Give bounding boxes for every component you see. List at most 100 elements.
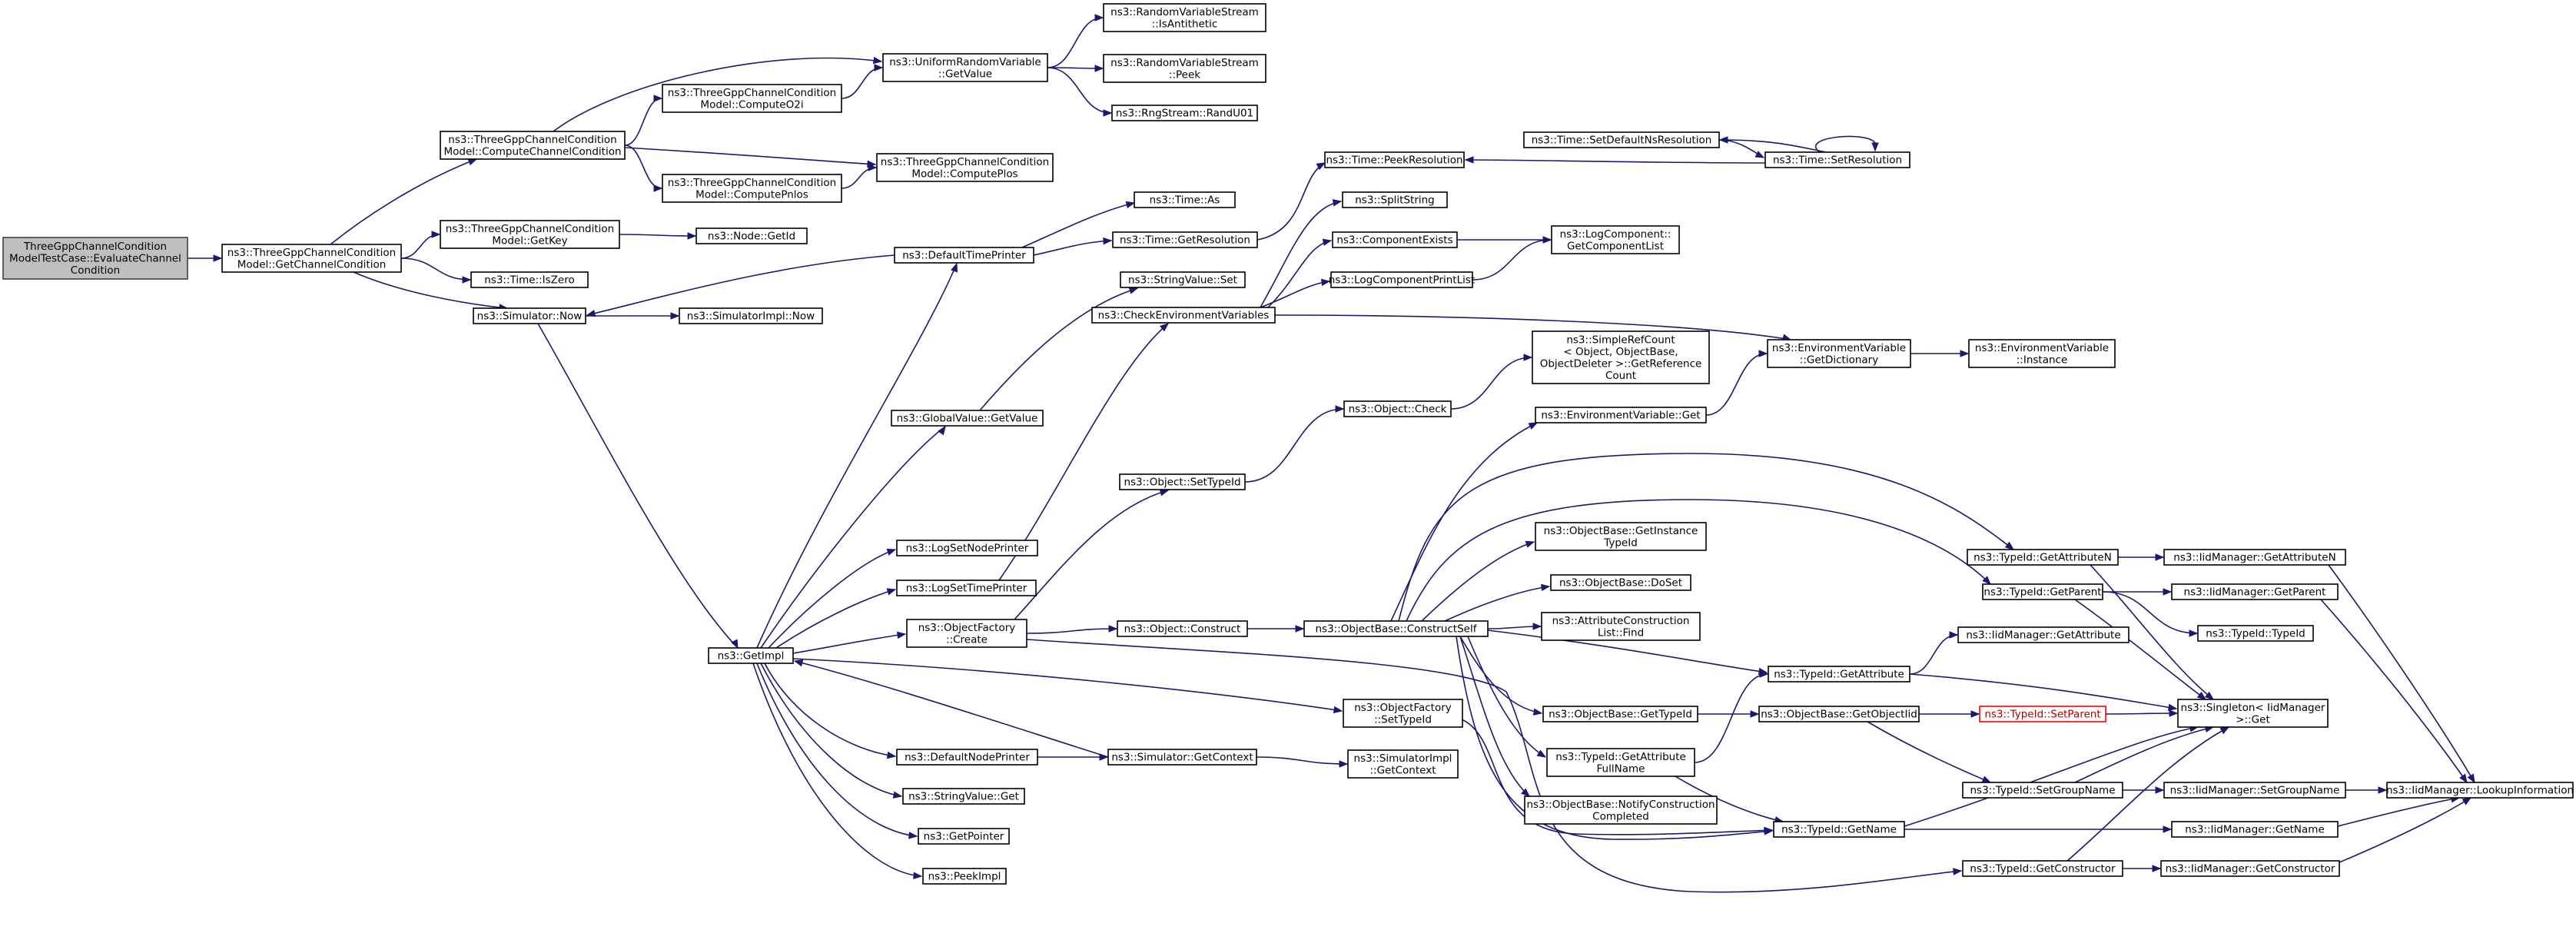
node-do-set[interactable]: ns3::ObjectBase::DoSet: [1550, 574, 1691, 591]
arrowhead: [908, 832, 918, 839]
node-global-value-get-value[interactable]: ns3::GlobalValue::GetValue: [891, 410, 1044, 427]
edge-uniform-get-value-to-rvs-peek: [1047, 65, 1104, 72]
node-iid-get-attribute-n[interactable]: ns3::IidManager::GetAttributeN: [2163, 549, 2346, 566]
node-split-string[interactable]: ns3::SplitString: [1342, 191, 1448, 208]
node-object-factory-set-type-id[interactable]: ns3::ObjectFactory::SetTypeId: [1343, 699, 1463, 728]
node-compute-plos[interactable]: ns3::ThreeGppChannelConditionModel::Comp…: [876, 153, 1054, 182]
node-get-key[interactable]: ns3::ThreeGppChannelConditionModel::GetK…: [440, 220, 620, 249]
edge-line: [1459, 636, 1542, 714]
node-peek-impl[interactable]: ns3::PeekImpl: [922, 868, 1007, 885]
node-singleton-get[interactable]: ns3::Singleton< IidManager >::Get: [2177, 699, 2329, 728]
node-object-set-type-id[interactable]: ns3::Object::SetTypeId: [1119, 473, 1246, 490]
node-type-id-type-id[interactable]: ns3::TypeId::TypeId: [2197, 625, 2314, 642]
node-log-component-print-list[interactable]: ns3::LogComponentPrintList: [1329, 271, 1475, 288]
node-time-get-resolution[interactable]: ns3::Time::GetResolution: [1112, 231, 1258, 248]
node-type-id-get-name[interactable]: ns3::TypeId::GetName: [1773, 821, 1905, 838]
arrowhead: [1953, 868, 1963, 875]
node-object-factory-create[interactable]: ns3::ObjectFactory::Create: [906, 619, 1027, 648]
node-compute-pnlos[interactable]: ns3::ThreeGppChannelConditionModel::Comp…: [662, 174, 842, 203]
node-check-env-vars[interactable]: ns3::CheckEnvironmentVariables: [1091, 307, 1276, 324]
node-iid-get-name[interactable]: ns3::IidManager::GetName: [2171, 821, 2339, 838]
node-compute-o2i[interactable]: ns3::ThreeGppChannelConditionModel::Comp…: [662, 84, 842, 113]
node-node-get-id[interactable]: ns3::Node::GetId: [695, 228, 808, 244]
node-iid-get-constructor[interactable]: ns3::IidManager::GetConstructor: [2160, 860, 2340, 877]
node-construct-self[interactable]: ns3::ObjectBase::ConstructSelf: [1303, 620, 1489, 637]
edge-time-get-resolution-to-time-peek-resolution: [1256, 162, 1326, 241]
edge-compute-channel-condition-to-uniform-get-value: [553, 56, 883, 132]
arrowhead: [1532, 623, 1542, 630]
node-type-id-get-constructor[interactable]: ns3::TypeId::GetConstructor: [1962, 860, 2123, 877]
node-sim-impl-get-context[interactable]: ns3::SimulatorImpl::GetContext: [1347, 749, 1459, 779]
node-object-base-get-type-id[interactable]: ns3::ObjectBase::GetTypeId: [1542, 706, 1698, 722]
node-type-id-get-attribute[interactable]: ns3::TypeId::GetAttribute: [1768, 666, 1910, 683]
node-box: [1541, 612, 1701, 641]
node-label-line: ns3::ObjectBase::GetTypeId: [1549, 709, 1692, 721]
node-rand-u01[interactable]: ns3::RngStream::RandU01: [1111, 105, 1258, 121]
node-component-exists[interactable]: ns3::ComponentExists: [1332, 231, 1458, 248]
node-env-var-instance[interactable]: ns3::EnvironmentVariable::Instance: [1968, 339, 2116, 368]
node-sim-get-context[interactable]: ns3::Simulator::GetContext: [1107, 749, 1257, 766]
edge-line: [1267, 240, 1332, 308]
node-string-value-get[interactable]: ns3::StringValue::Get: [902, 788, 1025, 805]
edge-line: [1014, 490, 1169, 620]
edge-line: [1390, 422, 1538, 622]
node-type-id-set-parent[interactable]: ns3::TypeId::SetParent: [1979, 706, 2106, 722]
node-env-var-get[interactable]: ns3::EnvironmentVariable::Get: [1535, 407, 1707, 423]
arrowhead: [586, 310, 596, 317]
node-object-check[interactable]: ns3::Object::Check: [1343, 400, 1452, 417]
node-iid-set-group-name[interactable]: ns3::IidManager::SetGroupName: [2163, 782, 2346, 799]
node-box: [1091, 307, 1276, 324]
node-label-line: ns3::SimpleRefCount: [1566, 334, 1675, 346]
node-time-is-zero[interactable]: ns3::Time::IsZero: [470, 271, 589, 288]
edge-iid-get-constructor-to-lookup-information: [2339, 797, 2472, 863]
node-root[interactable]: ThreeGppChannelConditionModelTestCase::E…: [2, 237, 188, 280]
arrowhead: [2467, 773, 2475, 784]
node-log-set-time-printer[interactable]: ns3::LogSetTimePrinter: [896, 580, 1037, 596]
node-time-peek-resolution[interactable]: ns3::Time::PeekResolution: [1324, 151, 1465, 168]
node-notify-construction-completed[interactable]: ns3::ObjectBase::NotifyConstructionCompl…: [1524, 795, 1718, 825]
node-type-id-get-parent[interactable]: ns3::TypeId::GetParent: [1982, 583, 2103, 600]
node-set-default-ns-resolution[interactable]: ns3::Time::SetDefaultNsResolution: [1523, 131, 1720, 148]
node-label-line: ns3::UniformRandomVariable: [889, 56, 1041, 68]
node-get-channel-condition[interactable]: ns3::ThreeGppChannelConditionModel::GetC…: [221, 244, 402, 273]
node-get-component-list[interactable]: ns3::LogComponent::GetComponentList: [1551, 225, 1680, 254]
node-sim-impl-now[interactable]: ns3::SimulatorImpl::Now: [679, 307, 823, 324]
node-time-as[interactable]: ns3::Time::As: [1134, 191, 1236, 208]
node-iid-get-parent[interactable]: ns3::IidManager::GetParent: [2171, 583, 2339, 600]
node-object-construct[interactable]: ns3::Object::Construct: [1117, 620, 1248, 637]
node-sim-now[interactable]: ns3::Simulator::Now: [473, 307, 586, 324]
node-iid-get-attribute[interactable]: ns3::IidManager::GetAttribute: [1957, 626, 2130, 643]
arrowhead: [1521, 788, 1531, 797]
edge-line: [1256, 162, 1326, 241]
node-uniform-get-value[interactable]: ns3::UniformRandomVariable::GetValue: [882, 53, 1048, 82]
edge-get-object-iid-to-type-id-set-parent: [1919, 710, 1980, 718]
node-lookup-information[interactable]: ns3::IidManager::LookupInformation: [2386, 782, 2574, 799]
node-label-line: ns3::Simulator::Now: [477, 311, 583, 323]
node-label-line: List::Find: [1598, 626, 1644, 639]
node-box: [891, 410, 1044, 427]
node-label-line: ns3::Node::GetId: [708, 231, 795, 243]
node-type-id-get-attribute-n[interactable]: ns3::TypeId::GetAttributeN: [1967, 549, 2119, 566]
node-default-time-printer[interactable]: ns3::DefaultTimePrinter: [894, 247, 1034, 264]
node-label-line: ns3::LogComponent::: [1560, 228, 1671, 241]
node-box: [1758, 706, 1920, 722]
node-simple-ref-count[interactable]: ns3::SimpleRefCount< Object, ObjectBase,…: [1532, 330, 1710, 384]
node-compute-channel-condition[interactable]: ns3::ThreeGppChannelConditionModel::Comp…: [440, 131, 626, 160]
edge-log-component-print-list-to-get-component-list: [1472, 236, 1552, 281]
node-get-impl[interactable]: ns3::GetImpl: [708, 647, 794, 664]
node-env-var-get-dictionary[interactable]: ns3::EnvironmentVariable::GetDictionary: [1767, 339, 1911, 368]
arrowhead: [1532, 708, 1543, 716]
node-default-node-printer[interactable]: ns3::DefaultNodePrinter: [896, 749, 1038, 766]
node-type-id-set-group-name[interactable]: ns3::TypeId::SetGroupName: [1962, 782, 2123, 799]
node-get-pointer[interactable]: ns3::GetPointer: [918, 828, 1010, 845]
node-rvs-peek[interactable]: ns3::RandomVariableStream::Peek: [1103, 54, 1266, 83]
node-get-object-iid[interactable]: ns3::ObjectBase::GetObjectIid: [1758, 706, 1920, 722]
node-string-value-set[interactable]: ns3::StringValue::Set: [1120, 271, 1246, 288]
node-is-antithetic[interactable]: ns3::RandomVariableStream::IsAntithetic: [1103, 3, 1266, 32]
node-log-set-node-printer[interactable]: ns3::LogSetNodePrinter: [896, 540, 1038, 556]
node-box: [2, 237, 188, 280]
node-time-set-resolution[interactable]: ns3::Time::SetResolution: [1764, 151, 1910, 168]
